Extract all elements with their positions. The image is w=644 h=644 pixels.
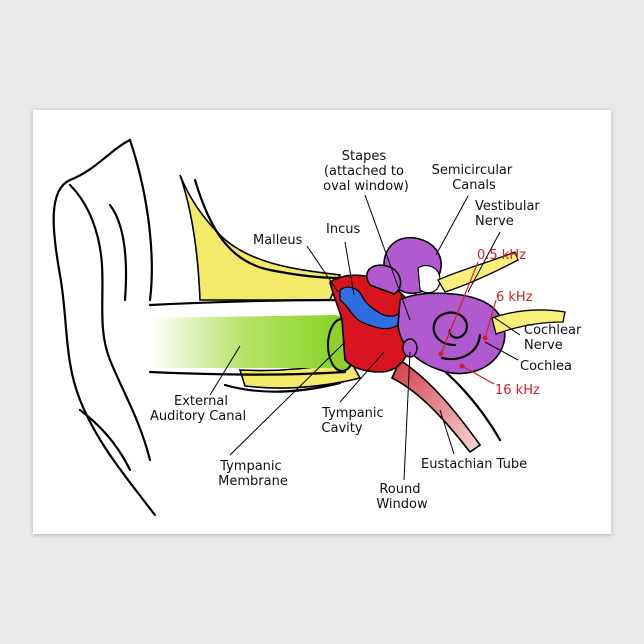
label-eustachian-tube: Eustachian Tube	[421, 457, 527, 472]
label-incus: Incus	[326, 222, 360, 237]
inner-ear	[366, 236, 506, 375]
label-freq-mid: 6 kHz	[496, 290, 533, 305]
label-freq-high: 16 kHz	[495, 383, 540, 398]
label-vestibular-nerve: Vestibular Nerve	[475, 199, 544, 229]
label-round-window: Round Window	[376, 482, 428, 512]
label-tympanic-cavity: Tympanic Cavity	[321, 406, 388, 436]
external-auditory-canal	[150, 315, 356, 368]
label-cochlea: Cochlea	[520, 359, 572, 374]
temporal-bone-upper	[179, 174, 342, 301]
canal-upper-wall	[148, 298, 342, 307]
label-external-auditory-canal: External Auditory Canal	[150, 394, 246, 424]
label-freq-low: 0.5 kHz	[477, 248, 526, 263]
pinna	[52, 138, 342, 517]
vestibular-nerve-shape	[437, 251, 519, 293]
label-stapes: Stapes (attached to oval window)	[323, 149, 409, 194]
leader-lines	[209, 194, 521, 481]
label-tympanic-membrane: Tympanic Membrane	[218, 459, 288, 489]
label-malleus: Malleus	[253, 233, 303, 248]
label-semicircular-canals: Semicircular Canals	[432, 163, 517, 193]
canal-lower-wall	[148, 370, 347, 376]
eustachian-tube-shape	[390, 358, 482, 454]
label-cochlear-nerve: Cochlear Nerve	[524, 323, 585, 353]
